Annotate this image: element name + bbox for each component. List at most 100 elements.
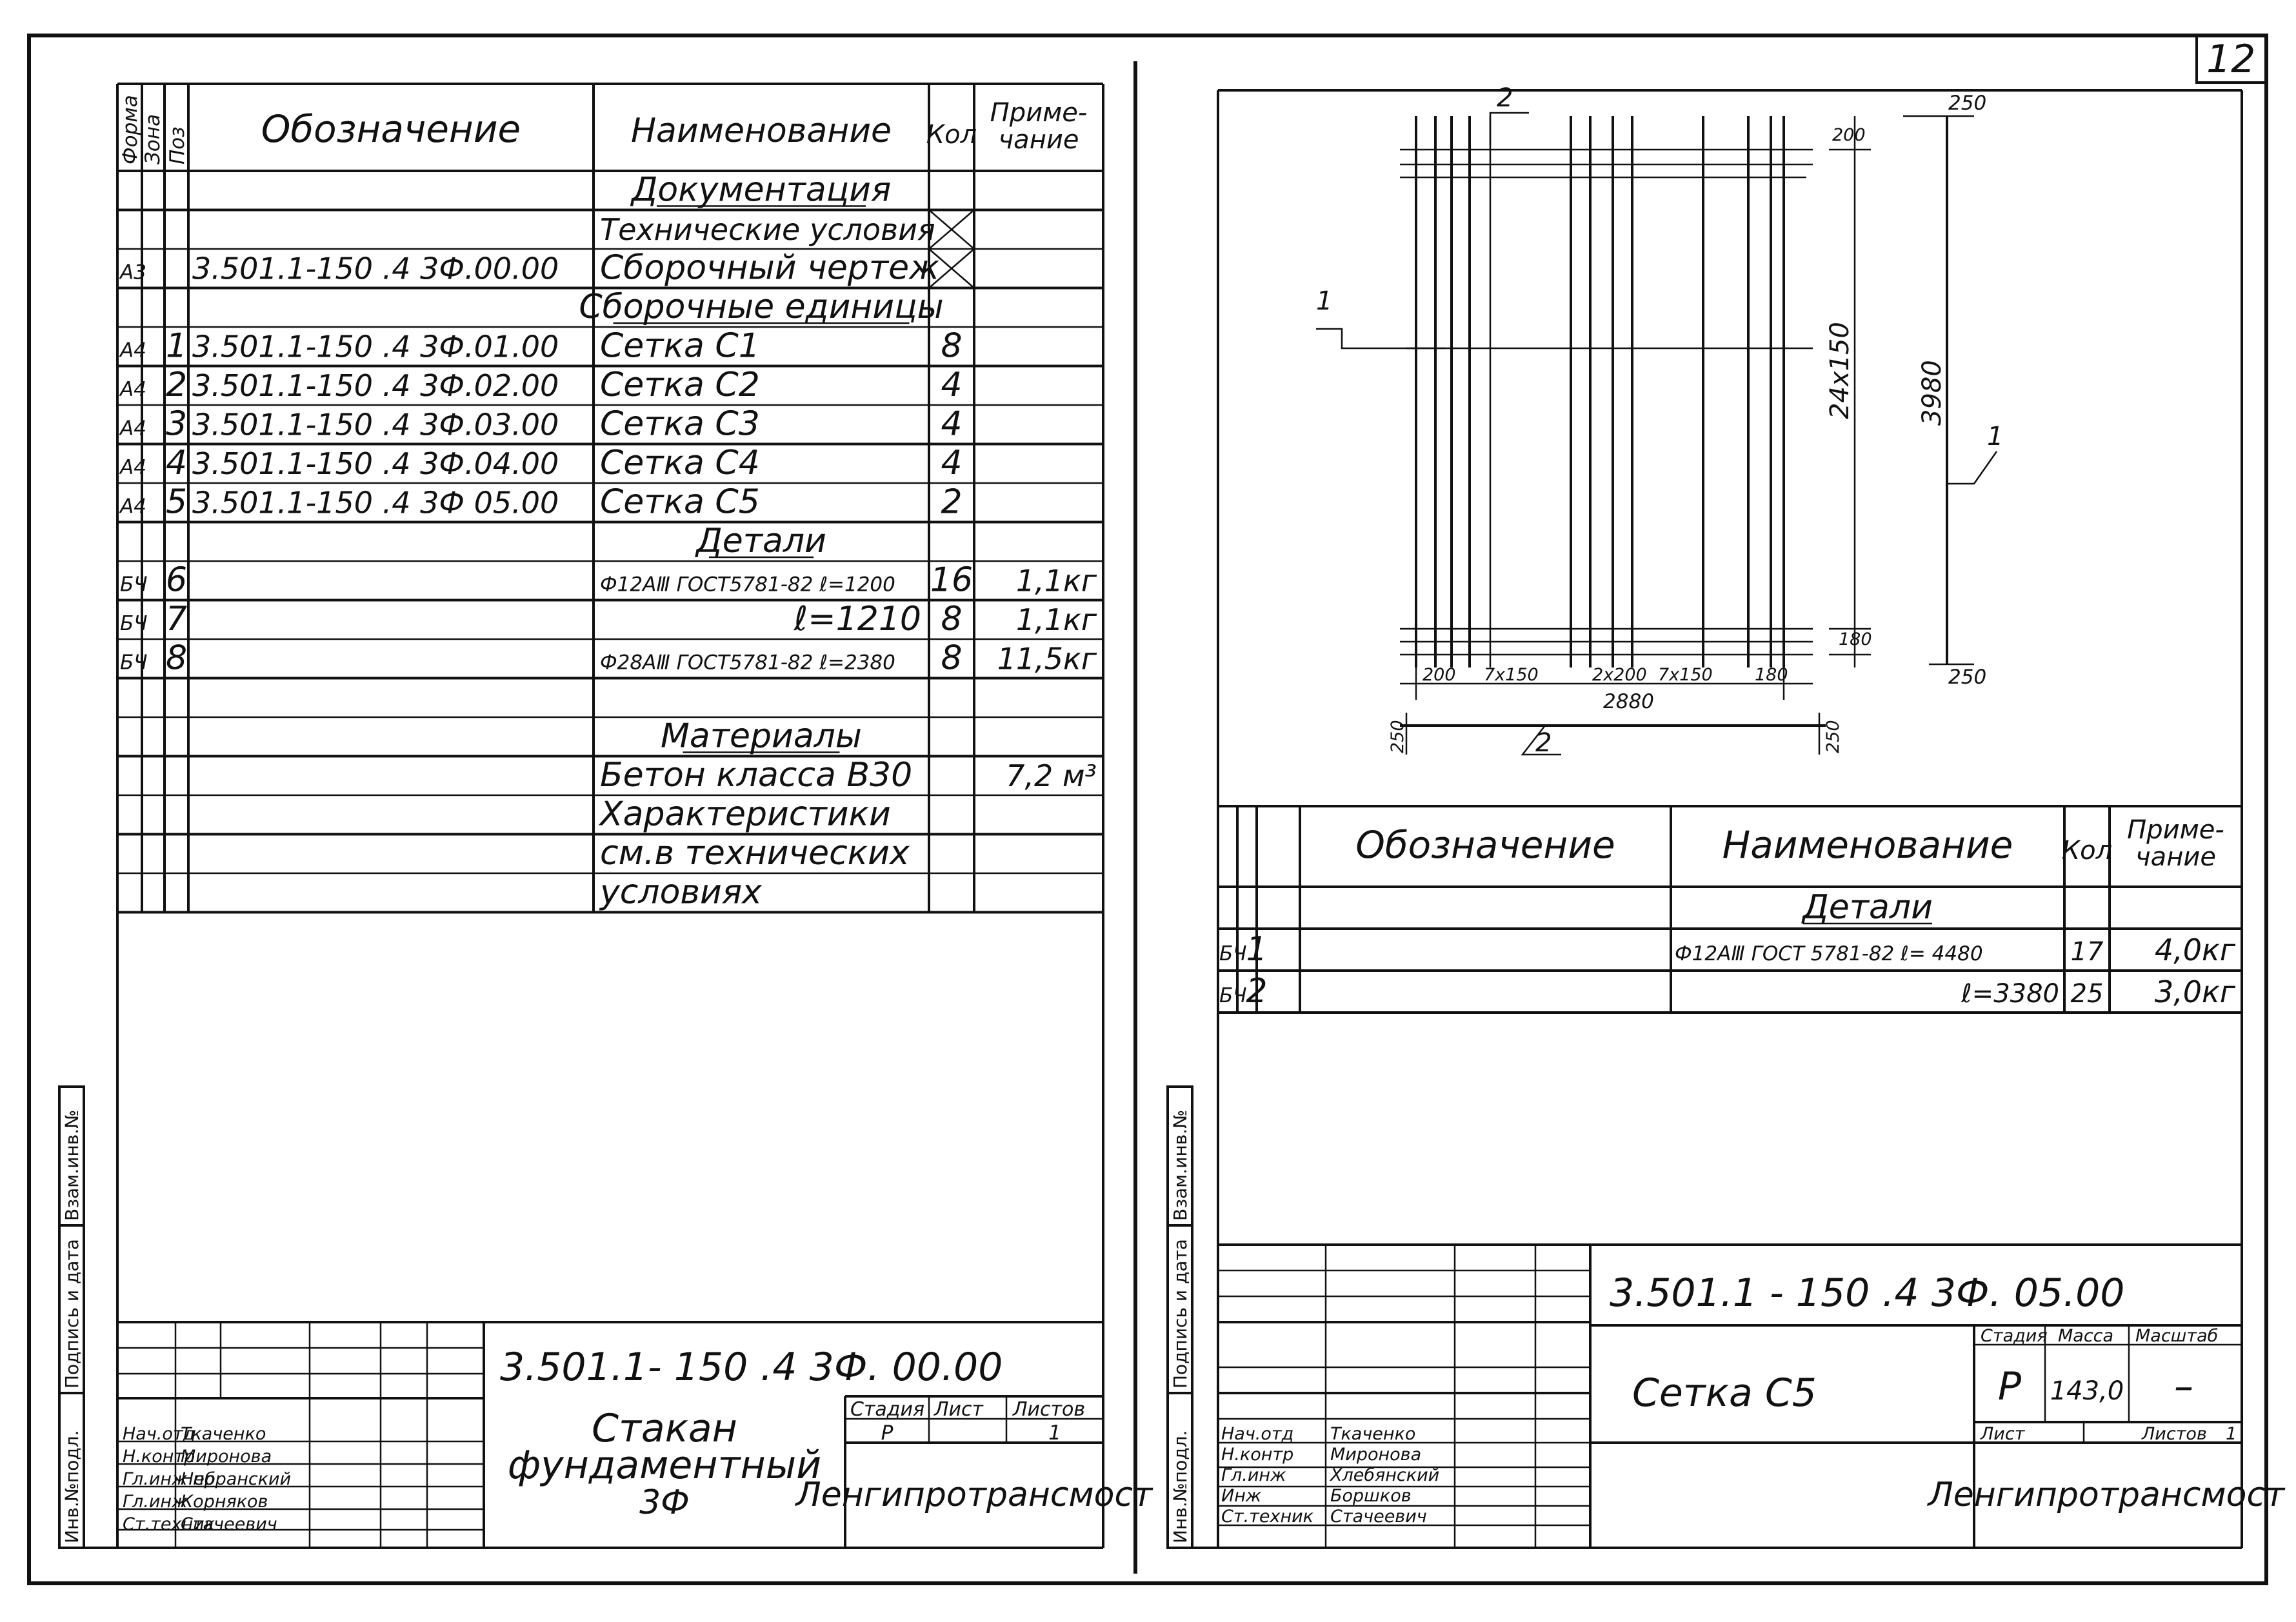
r-col-header-name: Наименование xyxy=(1722,823,2013,867)
left-title-line1: Стакан xyxy=(592,1406,737,1451)
left-role: Гл.инж пр xyxy=(123,1469,215,1489)
right-mass-value: 143,0 xyxy=(2050,1376,2124,1406)
cell-name: Сетка С3 xyxy=(600,405,760,444)
cell-designation: 3.501.1-150 .4 3Ф.00.00 xyxy=(192,252,559,286)
cell-name: Сетка С5 xyxy=(600,483,760,522)
right-title-block: 3.501.1 - 150 .4 3Ф. 05.00 Сетка С5 Стад… xyxy=(1218,1243,2286,1548)
left-org: Ленгипротрансмост xyxy=(795,1476,1153,1514)
left-role: Н.контр xyxy=(123,1447,195,1467)
pos-label-2a: 2 xyxy=(1497,83,1513,113)
cell-designation: 3.501.1-150 .4 3Ф.04.00 xyxy=(192,446,559,481)
cell-pos: 2 xyxy=(166,366,187,404)
left-sheets-label: Листов xyxy=(1012,1398,1085,1421)
r-cell-format: БЧ xyxy=(1219,942,1247,965)
left-sheet-label: Лист xyxy=(933,1398,984,1421)
cell-note: 11,5кг xyxy=(997,642,1097,677)
right-scale-label: Масштаб xyxy=(2135,1326,2218,1346)
r-cell-pos: 1 xyxy=(1246,930,1267,969)
cell-name: Сетка С1 xyxy=(600,327,760,366)
left-title-line2: фундаментный xyxy=(508,1443,821,1488)
left-title-block: 3.501.1- 150 .4 3Ф. 00.00 Стакан фундаме… xyxy=(117,1321,1153,1548)
cell-pos: 5 xyxy=(166,483,187,522)
table-row: Сборочные единицы xyxy=(579,288,943,326)
table-row: Бетон класса В30 7,2 м³ xyxy=(600,756,1097,795)
cell-pos: 7 xyxy=(166,600,187,638)
left-signer-name: Корняков xyxy=(181,1492,268,1512)
col-header-qty: Кол xyxy=(926,120,977,150)
cell-name: см.в технических xyxy=(600,834,910,873)
right-doc-code: 3.501.1 - 150 .4 3Ф. 05.00 xyxy=(1610,1271,2124,1316)
dim-2880: 2880 xyxy=(1603,690,1654,713)
cell-name: Ф28АⅢ ГОСТ5781-82 ℓ=2380 xyxy=(600,651,895,675)
cell-qty: 8 xyxy=(941,639,962,678)
col-header-name: Наименование xyxy=(631,112,892,150)
col-header-designation: Обозначение xyxy=(261,107,521,151)
r-cell-name: ℓ=3380 xyxy=(1961,979,2059,1009)
cell-qty: 4 xyxy=(941,366,962,404)
cell-pos: 3 xyxy=(166,405,187,444)
right-signer-name: Хлебянский xyxy=(1329,1465,1439,1485)
cell-pos: 4 xyxy=(166,444,187,482)
cell-name: Бетон класса В30 xyxy=(600,756,912,795)
dim-250-top: 250 xyxy=(1948,92,1986,115)
cell-note: 7,2 м³ xyxy=(1006,758,1097,793)
table-row: Детали xyxy=(695,522,826,560)
cell-name: Ф12АⅢ ГОСТ5781-82 ℓ=1200 xyxy=(600,573,895,597)
left-signer-name: Миронова xyxy=(181,1447,272,1467)
right-sheets-label: Листов xyxy=(2141,1424,2207,1444)
cell-format: БЧ xyxy=(120,651,148,675)
cell-name: Сетка С4 xyxy=(600,444,760,482)
cell-name: Детали xyxy=(695,522,826,560)
cell-name: Технические условия xyxy=(600,212,935,247)
left-signer-name: Ткаченко xyxy=(181,1424,266,1444)
left-signer-name: Небранский xyxy=(181,1469,291,1489)
dim-7x150-a: 7х150 xyxy=(1484,665,1539,685)
right-role: Инж xyxy=(1221,1486,1262,1506)
col-header-note: чание xyxy=(999,125,1079,155)
right-role: Ст.техник xyxy=(1221,1507,1314,1527)
left-role: Нач.отд xyxy=(123,1424,195,1444)
cell-name: Документация xyxy=(630,171,891,210)
dim-3980: 3980 xyxy=(1917,360,1947,426)
r-cell-qty: 17 xyxy=(2071,937,2104,967)
cell-format: А4 xyxy=(119,339,146,362)
pos-label-2b: 2 xyxy=(1535,728,1552,758)
dim-24x150: 24х150 xyxy=(1825,322,1855,419)
dim-200-b1: 200 xyxy=(1423,665,1456,685)
left-title-line3: 3Ф xyxy=(639,1483,690,1522)
cell-format: А4 xyxy=(119,378,146,401)
cell-name: Сетка С2 xyxy=(600,366,760,404)
cell-qty: 8 xyxy=(941,600,962,638)
cell-format: А3 xyxy=(119,261,146,284)
left-signer-name: Стачеевич xyxy=(181,1514,277,1534)
right-signer-name: Миронова xyxy=(1330,1445,1421,1465)
cell-qty: 16 xyxy=(930,561,973,600)
right-sheets-value: 1 xyxy=(2226,1424,2237,1444)
cell-qty: 2 xyxy=(941,483,962,522)
cell-note: 1,1кг xyxy=(1016,602,1097,637)
r-cell-pos: 2 xyxy=(1246,972,1267,1011)
side-label-inv-orig-2: Инв.№подл. xyxy=(1170,1430,1191,1543)
r-cell-note: 3,0кг xyxy=(2155,974,2236,1009)
col-header-format: Форма xyxy=(119,95,142,164)
right-stage-value: Р xyxy=(1998,1364,2022,1409)
side-label-sign-date-2: Подпись и дата xyxy=(1170,1239,1191,1389)
cell-designation: 3.501.1-150 .4 3Ф.03.00 xyxy=(192,408,559,442)
r-cell-note: 4,0кг xyxy=(2155,933,2236,967)
cell-format: А4 xyxy=(119,456,146,479)
r-col-header-note: чание xyxy=(2135,842,2216,872)
dim-7x150-b: 7х150 xyxy=(1658,665,1713,685)
cell-pos: 8 xyxy=(166,639,187,678)
table-row: Технические условия xyxy=(600,209,975,250)
r-cell-qty: 25 xyxy=(2071,979,2104,1009)
right-title: Сетка С5 xyxy=(1632,1370,1817,1416)
dim-250-br: 250 xyxy=(1823,720,1843,753)
dim-2x200: 2х200 xyxy=(1592,665,1647,685)
r-cell-name: Детали xyxy=(1801,888,1933,927)
